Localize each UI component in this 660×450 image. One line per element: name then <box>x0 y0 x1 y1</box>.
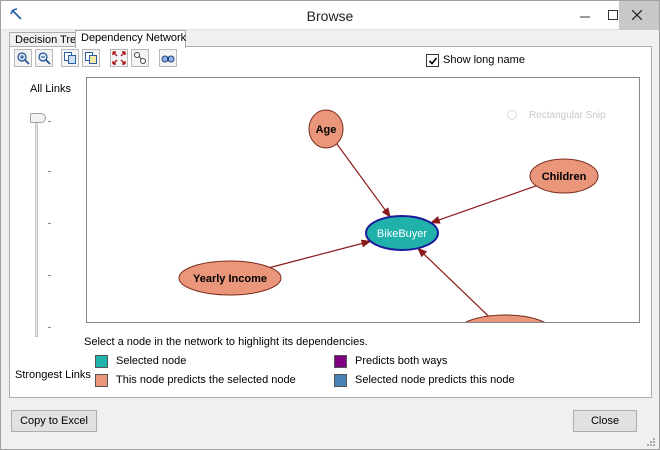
node-bikebuyer[interactable]: BikeBuyer <box>365 215 439 251</box>
tab-decision-tree[interactable]: Decision Tree <box>9 32 82 47</box>
node-age[interactable]: Age <box>308 109 344 149</box>
snip-icon <box>507 110 517 120</box>
node-ellipse[interactable] <box>529 158 599 194</box>
node-label: Children <box>542 171 587 183</box>
zoom-out-icon <box>38 52 51 65</box>
node-ellipse[interactable] <box>308 109 344 149</box>
layout-button[interactable] <box>131 49 149 67</box>
slider-tick <box>48 171 51 172</box>
strongest-links-label: Strongest Links <box>15 369 91 381</box>
edges-layer <box>269 143 537 317</box>
maximize-button[interactable] <box>597 1 629 30</box>
close-button[interactable]: Close <box>573 410 637 432</box>
hint-text: Select a node in the network to highligh… <box>84 336 368 348</box>
find-node-icon <box>161 55 175 63</box>
pickaxe-icon <box>10 8 22 20</box>
slider-tick <box>48 223 51 224</box>
minimize-icon <box>580 16 590 18</box>
legend-label: Selected node <box>116 355 187 367</box>
layout-icon <box>134 52 146 64</box>
copy-icon <box>64 52 76 64</box>
title-bar: Browse <box>1 1 659 30</box>
slider-tick <box>48 121 51 122</box>
node-ellipse[interactable] <box>178 260 282 296</box>
fit-to-window-button[interactable] <box>110 49 128 67</box>
legend-swatch <box>95 374 108 387</box>
legend-label: This node predicts the selected node <box>116 374 296 386</box>
legend-label: Predicts both ways <box>355 355 448 367</box>
edge-marital_status-to-bikebuyer <box>417 247 489 317</box>
copy-to-excel-button[interactable]: Copy to Excel <box>11 410 97 432</box>
copy-graph-icon <box>85 52 97 64</box>
copy-button[interactable] <box>61 49 79 67</box>
edge-yearly_income-to-bikebuyer <box>269 239 372 269</box>
zoom-in-icon <box>17 52 30 65</box>
legend-label: Selected node predicts this node <box>355 374 515 386</box>
node-ellipse[interactable] <box>365 215 439 251</box>
window-title: Browse <box>306 8 354 24</box>
tab-dependency-network[interactable]: Dependency Network <box>75 30 186 48</box>
close-icon <box>632 10 642 20</box>
all-links-label: All Links <box>30 83 71 95</box>
zoom-in-button[interactable] <box>14 49 32 67</box>
node-marital-status[interactable]: Marital Status <box>457 314 553 322</box>
copy-graph-button[interactable] <box>82 49 100 67</box>
slider-tick <box>48 275 51 276</box>
node-label: Yearly Income <box>193 273 267 285</box>
close-window-button[interactable] <box>619 1 659 30</box>
snip-label: Rectangular Snip <box>529 110 606 121</box>
link-strength-slider-thumb[interactable] <box>30 113 46 123</box>
node-label: BikeBuyer <box>377 228 427 240</box>
node-label: Age <box>316 124 337 136</box>
minimize-button[interactable] <box>569 1 601 30</box>
node-ellipse[interactable] <box>457 314 553 322</box>
legend-swatch <box>334 355 347 368</box>
rectangular-snip-overlay: Rectangular Snip <box>507 108 651 124</box>
resize-grip-icon[interactable] <box>646 437 656 447</box>
legend-swatch <box>95 355 108 368</box>
find-node-button[interactable] <box>159 49 177 67</box>
fit-to-window-icon <box>112 51 126 65</box>
legend-swatch <box>334 374 347 387</box>
checkmark-icon <box>428 57 438 65</box>
link-strength-slider-track[interactable] <box>35 113 38 337</box>
edge-children-to-bikebuyer <box>429 185 537 224</box>
edge-age-to-bikebuyer <box>336 143 391 218</box>
zoom-out-button[interactable] <box>35 49 53 67</box>
show-long-name-checkbox[interactable] <box>426 54 439 67</box>
maximize-icon <box>608 10 618 20</box>
slider-tick <box>48 327 51 328</box>
node-children[interactable]: Children <box>529 158 599 194</box>
node-yearly-income[interactable]: Yearly Income <box>178 260 282 296</box>
show-long-name-label: Show long name <box>443 54 525 66</box>
